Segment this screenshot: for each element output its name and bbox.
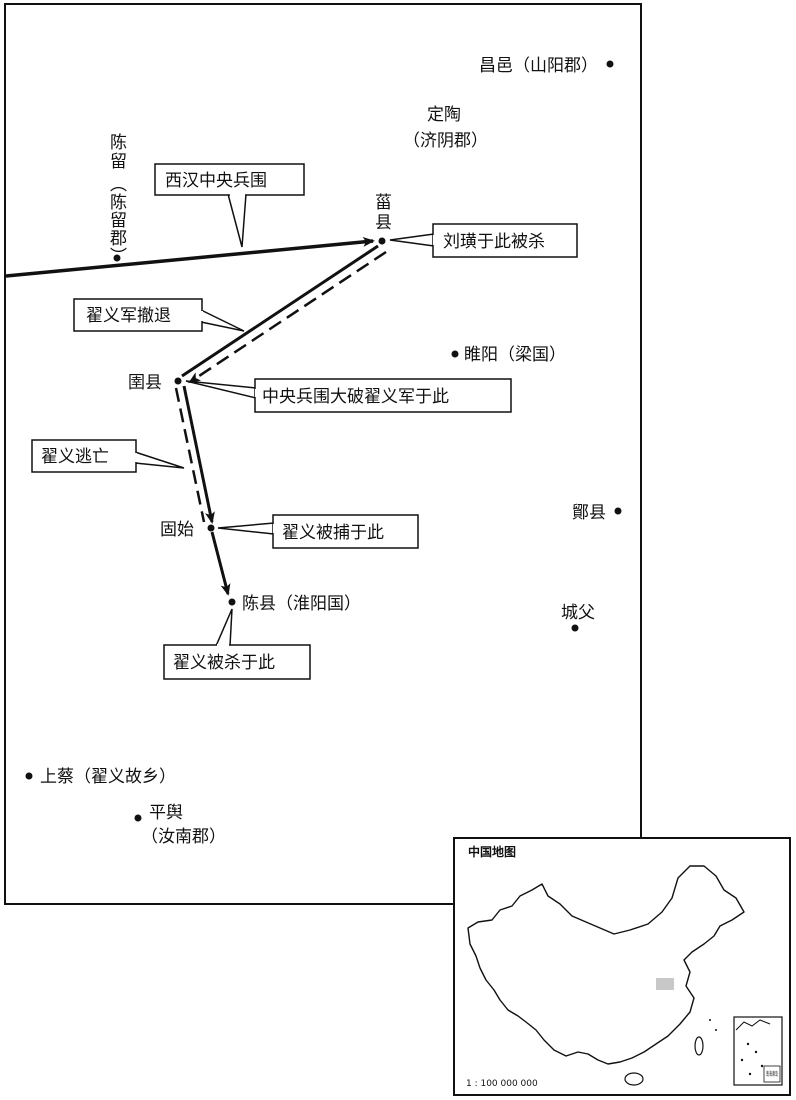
callout-han-army: 西汉中央兵围 — [154, 163, 305, 248]
pingyu-dot — [134, 814, 142, 822]
chenxian-label: 陈县（淮阳国） — [242, 594, 361, 614]
inset-scale: 1 : 100 000 000 — [466, 1079, 538, 1089]
yuxian-dot — [174, 377, 182, 385]
han-army-route — [5, 236, 375, 278]
shangcai-dot — [25, 772, 33, 780]
chengfu-label: 城父 — [561, 603, 595, 623]
island-dot — [748, 1072, 752, 1076]
zixian-dot — [378, 237, 386, 245]
island-dot — [709, 1019, 711, 1021]
maoxian-dot — [614, 507, 622, 515]
chenliu-dot — [113, 254, 121, 262]
maoxian-label: 鄮县 — [572, 503, 606, 523]
callout-central-victory: 中央兵围大破翟义军于此 — [185, 378, 512, 413]
callout-zhai-retreat: 翟义军撤退 — [73, 298, 245, 332]
pingyu-label-line2: （汝南郡） — [141, 827, 226, 847]
gushi-label: 固始 — [160, 520, 194, 540]
callout-zhai-captured: 翟义被捕于此 — [217, 514, 419, 549]
south-sea-label: 南海诸岛 — [766, 1070, 778, 1078]
changyi-dot — [606, 60, 614, 68]
callout-zhai-killed: 翟义被杀于此 — [163, 608, 311, 680]
dingtao-label-line2: （济阴郡） — [403, 131, 488, 151]
pingyu-label-line1: 平舆 — [149, 803, 183, 823]
dingtao-label-line1: 定陶 — [427, 105, 461, 125]
callout-zhai-retreat-text: 翟义军撤退 — [86, 306, 171, 326]
taiwan-island — [694, 1036, 704, 1056]
zhai-flee-route — [174, 387, 206, 523]
han-pursuit-route-1 — [181, 244, 379, 378]
chenliu-label-line2: （陈留郡） — [106, 175, 127, 265]
south-sea-label-box — [763, 1065, 781, 1083]
island-dot — [740, 1058, 744, 1062]
callout-central-victory-text: 中央兵围大破翟义军于此 — [262, 387, 449, 407]
island-dot — [715, 1029, 717, 1031]
chengfu-dot — [571, 624, 579, 632]
zixian-label-line1: 菑 — [375, 193, 392, 213]
han-pursuit-route-3 — [210, 531, 231, 596]
highlight-region — [656, 978, 674, 990]
callout-zhai-flee-text: 翟义逃亡 — [41, 447, 109, 467]
callout-liu-killed: 刘璜于此被杀 — [389, 223, 578, 258]
callout-zhai-captured-text: 翟义被捕于此 — [282, 523, 384, 543]
chenliu-label-line1: 陈留 — [106, 133, 126, 171]
island-dot — [754, 1050, 758, 1054]
han-pursuit-route-2 — [182, 385, 215, 524]
suiyang-label: 睢阳（梁国） — [464, 345, 566, 365]
china-inset-map: 中国地图 南海诸岛 1 : 100 000 000 — [453, 837, 791, 1096]
callout-han-army-text: 西汉中央兵围 — [165, 171, 267, 191]
zixian-label-line2: 县 — [375, 213, 392, 233]
china-outline — [467, 865, 745, 1065]
yuxian-label: 圉县 — [128, 373, 162, 393]
island-dot — [746, 1042, 750, 1046]
inset-title: 中国地图 — [468, 844, 516, 859]
callout-zhai-flee: 翟义逃亡 — [31, 439, 185, 473]
suiyang-dot — [451, 350, 459, 358]
chenxian-dot — [228, 598, 236, 606]
changyi-label: 昌邑（山阳郡） — [479, 56, 598, 76]
hainan-island — [624, 1072, 644, 1086]
south-sea-coast — [735, 1019, 771, 1031]
callout-zhai-killed-text: 翟义被杀于此 — [173, 653, 275, 673]
shangcai-label: 上蔡（翟义故乡） — [40, 767, 176, 787]
island-dot — [760, 1064, 764, 1068]
callout-liu-killed-text: 刘璜于此被杀 — [443, 232, 545, 252]
gushi-dot — [207, 524, 215, 532]
zhai-retreat-route — [188, 250, 387, 384]
